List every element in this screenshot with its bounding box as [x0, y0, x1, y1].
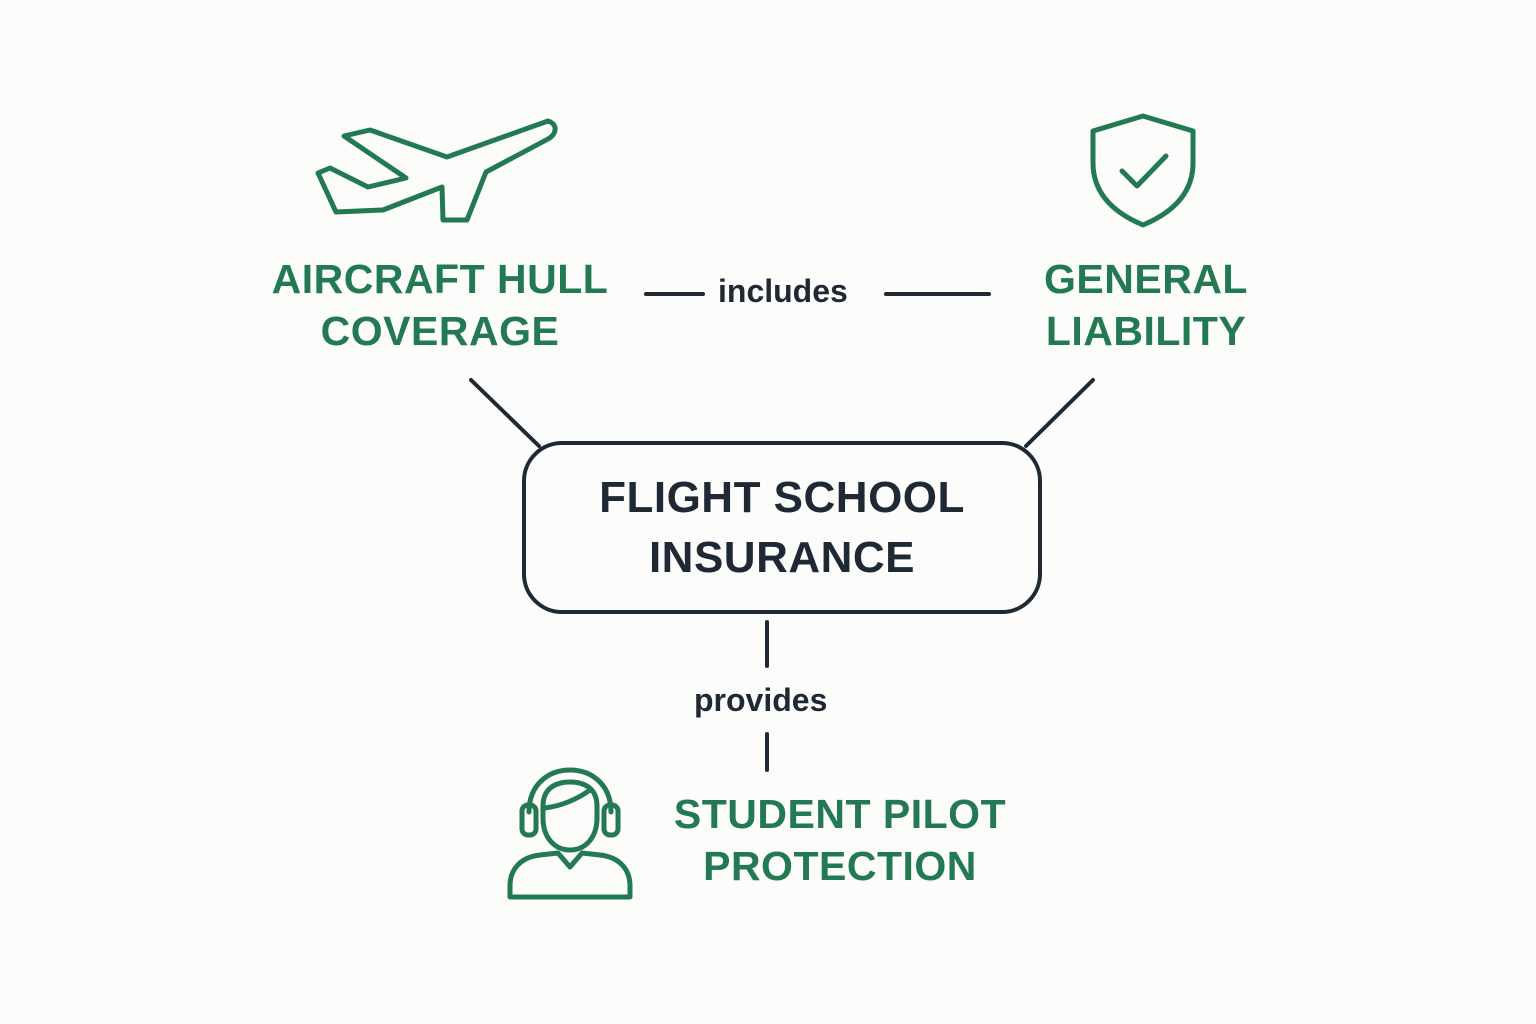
- node-liability-line1: GENERAL: [1044, 256, 1248, 302]
- center-line1: FLIGHT SCHOOL: [599, 473, 965, 523]
- node-aircraft-hull-coverage: AIRCRAFT HULL COVERAGE: [230, 253, 650, 358]
- airplane-icon: [315, 118, 558, 223]
- node-hull-line2: COVERAGE: [320, 308, 560, 355]
- center-line2: INSURANCE: [648, 532, 916, 582]
- node-student-pilot-protection: STUDENT PILOT PROTECTION: [630, 788, 1050, 893]
- node-liability-line2: LIABILITY: [1045, 308, 1247, 355]
- node-general-liability: GENERAL LIABILITY: [996, 253, 1296, 358]
- connector-hull-to-center: [469, 378, 541, 448]
- central-node-flight-school-insurance: FLIGHT SCHOOL INSURANCE: [599, 468, 965, 587]
- edge-label-includes: includes: [718, 273, 848, 309]
- edge-label-provides: provides: [694, 682, 828, 718]
- central-node-box: FLIGHT SCHOOL INSURANCE: [522, 441, 1042, 614]
- node-student-line1: STUDENT PILOT: [673, 791, 1007, 837]
- connector-liability-to-center: [1024, 378, 1095, 448]
- shield-check-icon: [1090, 113, 1196, 228]
- node-hull-line1: AIRCRAFT HULL: [271, 256, 609, 302]
- node-student-line2: PROTECTION: [703, 843, 977, 890]
- pilot-headset-icon: [507, 767, 633, 900]
